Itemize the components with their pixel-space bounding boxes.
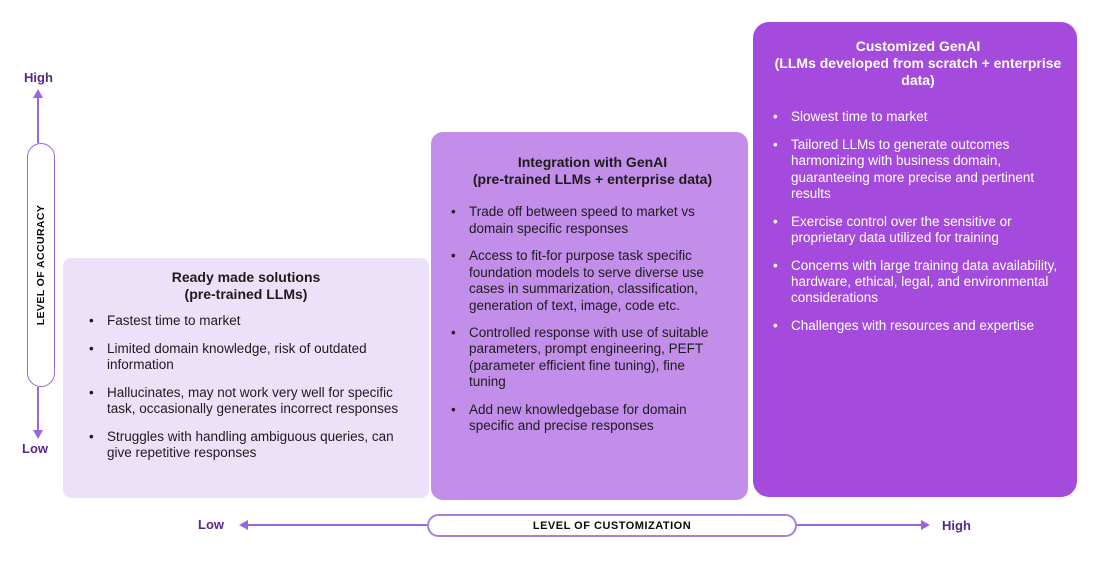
box-title-line1: Customized GenAI	[855, 38, 981, 54]
list-item: Fastest time to market	[83, 313, 407, 330]
box-integration-with-genai: Integration with GenAI (pre-trained LLMs…	[431, 132, 748, 500]
y-axis-line-top	[37, 98, 39, 143]
x-axis-label: LEVEL OF CUSTOMIZATION	[532, 519, 692, 532]
list-item: Add new knowledgebase for domain specifi…	[445, 402, 721, 435]
box-title: Integration with GenAI (pre-trained LLMs…	[445, 154, 740, 188]
arrow-up-icon	[33, 89, 43, 98]
list-item: Hallucinates, may not work very well for…	[83, 385, 407, 418]
bullet-list: Slowest time to market Tailored LLMs to …	[767, 109, 1059, 335]
list-item: Slowest time to market	[767, 109, 1059, 126]
x-axis-line-left	[248, 524, 427, 526]
list-item: Limited domain knowledge, risk of outdat…	[83, 341, 407, 374]
list-item: Challenges with resources and expertise	[767, 318, 1059, 335]
list-item: Tailored LLMs to generate outcomes harmo…	[767, 137, 1059, 203]
box-customized-genai: Customized GenAI (LLMs developed from sc…	[753, 22, 1077, 497]
y-axis-line-bottom	[37, 387, 39, 431]
x-axis-high-label: High	[942, 518, 971, 533]
y-axis-label: LEVEL OF ACCURACY	[35, 204, 47, 326]
x-axis-line-right	[797, 524, 921, 526]
box-title-line2: (pre-trained LLMs)	[184, 286, 308, 303]
arrow-down-icon	[33, 430, 43, 439]
box-ready-made-solutions: Ready made solutions (pre-trained LLMs) …	[63, 258, 429, 498]
arrow-left-icon	[239, 520, 248, 530]
y-axis-pill: LEVEL OF ACCURACY	[27, 143, 55, 387]
bullet-list: Trade off between speed to market vs dom…	[445, 204, 721, 435]
y-axis-low-label: Low	[22, 441, 48, 456]
box-title-line2: (LLMs developed from scratch + enterpris…	[774, 55, 1062, 89]
x-axis-low-label: Low	[198, 517, 224, 532]
y-axis-high-label: High	[24, 70, 53, 85]
box-title-line1: Ready made solutions	[171, 269, 321, 285]
box-title: Customized GenAI (LLMs developed from sc…	[767, 38, 1069, 89]
arrow-right-icon	[921, 520, 930, 530]
bullet-list: Fastest time to market Limited domain kn…	[83, 313, 409, 461]
list-item: Access to fit-for purpose task specific …	[445, 248, 721, 314]
list-item: Controlled response with use of suitable…	[445, 325, 721, 391]
list-item: Exercise control over the sensitive or p…	[767, 214, 1059, 247]
box-title-line2: (pre-trained LLMs + enterprise data)	[472, 171, 713, 188]
list-item: Struggles with handling ambiguous querie…	[83, 429, 407, 462]
list-item: Concerns with large training data availa…	[767, 258, 1059, 307]
box-title-line1: Integration with GenAI	[517, 154, 668, 170]
list-item: Trade off between speed to market vs dom…	[445, 204, 721, 237]
box-title: Ready made solutions (pre-trained LLMs)	[83, 269, 409, 303]
x-axis-pill: LEVEL OF CUSTOMIZATION	[427, 514, 797, 537]
